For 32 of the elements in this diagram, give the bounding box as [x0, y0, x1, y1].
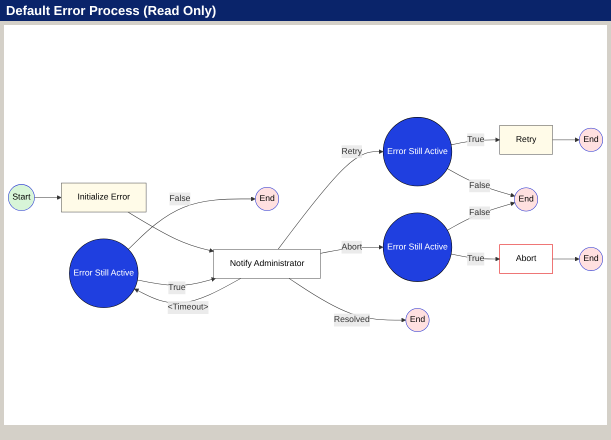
arrow [552, 138, 580, 143]
edge-label: True [467, 135, 484, 145]
arrow [447, 168, 516, 198]
edge-label: <Timeout> [168, 303, 208, 312]
arrow [278, 150, 384, 250]
arrow [128, 212, 214, 254]
node-box: Retry [499, 126, 553, 156]
node-circle: End [255, 187, 280, 212]
arrow [128, 197, 256, 250]
edge-label: Resolved [334, 316, 370, 325]
arrow [447, 202, 516, 231]
node-box: Initialize Error [61, 183, 146, 213]
node-circle: Error Still Active [382, 118, 452, 187]
node-circle: Error Still Active [69, 239, 138, 308]
node-circle: Error Still Active [382, 213, 452, 282]
node-circle: End [579, 248, 603, 272]
edge-label: False [469, 182, 490, 191]
node-box: Notify Administrator [213, 250, 321, 280]
edge-label: Abort [342, 242, 362, 252]
edge-label: False [169, 194, 190, 204]
node-circle: End [514, 188, 538, 212]
node-box: Abort [499, 244, 553, 274]
arrow [552, 257, 580, 262]
edge-label: True [467, 254, 484, 264]
edge-label: False [469, 208, 490, 218]
arrow [34, 196, 62, 200]
window-title: Default Error Process (Read Only) [0, 0, 611, 21]
node-circle: Start [8, 184, 35, 212]
edge-label: Retry [342, 147, 362, 156]
node-circle: End [579, 128, 603, 152]
edge-label: True [168, 283, 186, 293]
node-circle: End [406, 308, 430, 332]
